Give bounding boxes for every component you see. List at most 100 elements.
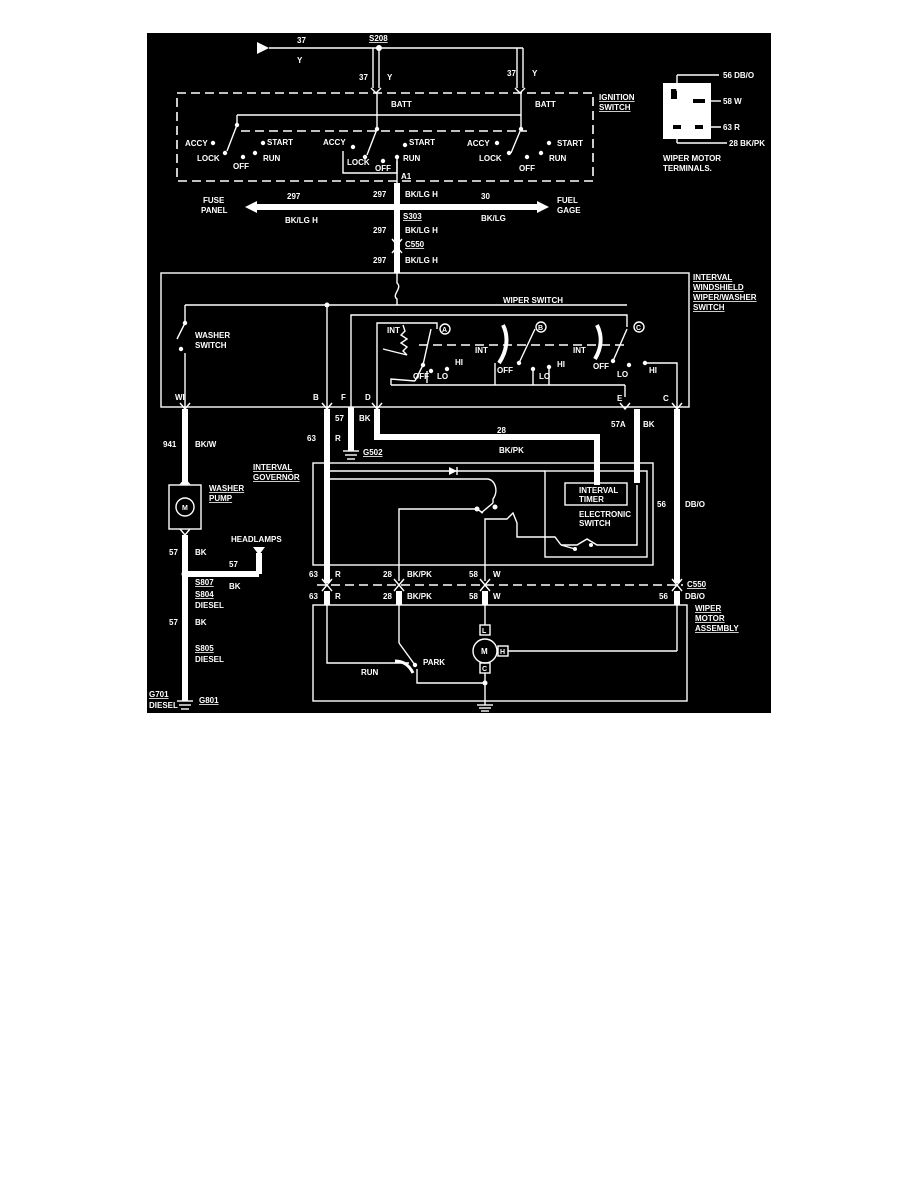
wire-58-lower: 58 <box>469 592 478 601</box>
motor-run-label: RUN <box>361 668 379 677</box>
wire-28-upper: 28 <box>383 570 392 579</box>
wire-28-top: 28 <box>497 426 506 435</box>
int-label-a: INT <box>387 326 400 335</box>
bus-color-top: BK/LG H <box>405 190 438 199</box>
wire-bkpk-upper: BK/PK <box>407 570 432 579</box>
wire-w-lower: W <box>493 592 501 601</box>
wire-bk-d: BK <box>359 414 371 423</box>
hi-label-a: HI <box>455 358 463 367</box>
motor-m: M <box>481 647 488 656</box>
lo-label-b: LO <box>539 372 550 381</box>
batt-label-1: BATT <box>391 100 412 109</box>
start-label-3: START <box>557 139 583 148</box>
wire-dbo-lower: DB/O <box>685 592 705 601</box>
motor-terminal-h: H <box>500 649 505 656</box>
fuse-panel-2: PANEL <box>201 206 228 215</box>
wire-bkpk-lower: BK/PK <box>407 592 432 601</box>
diesel-label-1: DIESEL <box>195 601 224 610</box>
off-label-a: OFF <box>413 372 429 381</box>
lock-label-1: LOCK <box>197 154 220 163</box>
power-bus: FUSE PANEL 297 BK/LG H 297 BK/LG H 30 BK… <box>201 183 581 273</box>
washer-pump-circuit: M WASHER PUMP 57 BK HEADLAMPS 57 BK S807… <box>149 477 282 710</box>
governor-title-1: INTERVAL <box>253 463 292 472</box>
bus-color-left: BK/LG H <box>285 216 318 225</box>
wire-58-upper: 58 <box>469 570 478 579</box>
off-label-c: OFF <box>593 362 609 371</box>
splice-s303-dot <box>393 203 401 211</box>
lock-label-3: LOCK <box>479 154 502 163</box>
pin-b: B <box>313 393 319 402</box>
wire-63-top: 63 <box>307 434 316 443</box>
c550-connector-row: 63 R 28 BK/PK 58 W C550 63 R 28 BK/PK 58… <box>309 570 707 601</box>
terminal-58: 58 W <box>723 97 742 106</box>
feed-arrow-icon <box>257 42 269 54</box>
splice-s303: S303 <box>403 212 422 221</box>
wire-bk-e: BK <box>643 420 655 429</box>
pin-a1: A1 <box>401 172 412 181</box>
hi-label-c: HI <box>649 366 657 375</box>
lo-label-c: LO <box>617 370 628 379</box>
washer-pump-title-2: PUMP <box>209 494 233 503</box>
wire-57-lower: 57 <box>169 618 178 627</box>
int-label-c: INT <box>573 346 586 355</box>
ground-diesel: DIESEL <box>149 701 178 710</box>
washer-switch-1: WASHER <box>195 331 230 340</box>
ign-left-color: Y <box>387 73 393 82</box>
start-label-1: START <box>267 138 293 147</box>
wire-r-upper: R <box>335 570 341 579</box>
section-a-marker: A <box>442 327 447 334</box>
wire-r-top: R <box>335 434 341 443</box>
off-label-2: OFF <box>375 164 391 173</box>
switch-output-wires: 941 BK/W 63 R 57 G502 BK 28 BK/PK 57A BK… <box>163 402 705 583</box>
ground-g801: G801 <box>199 696 219 705</box>
bus-color-mid: BK/LG H <box>405 226 438 235</box>
pin-e: E <box>617 394 623 403</box>
splice-s805: S805 <box>195 644 214 653</box>
hi-label-b: HI <box>557 360 565 369</box>
terminals-label-2: TERMINALS. <box>663 164 712 173</box>
switch-title-2: WINDSHIELD <box>693 283 744 292</box>
int-label-b: INT <box>475 346 488 355</box>
wire-bk-lower: BK <box>195 618 207 627</box>
wire-28-lower: 28 <box>383 592 392 601</box>
ign-right-circuit: 37 <box>507 69 516 78</box>
motor-assembly-title-1: WIPER <box>695 604 721 613</box>
wire-63-upper: 63 <box>309 570 318 579</box>
splice-s208-dot <box>376 45 382 51</box>
switch-title-1: INTERVAL <box>693 273 732 282</box>
wire-r-lower: R <box>335 592 341 601</box>
top-feed-color: Y <box>297 56 303 65</box>
wire-bkw: BK/W <box>195 440 217 449</box>
motor-assembly-title-2: MOTOR <box>695 614 725 623</box>
washer-pump-motor: M <box>182 505 188 512</box>
wire-dbo-right: DB/O <box>685 500 705 509</box>
interval-timer-2: TIMER <box>579 495 604 504</box>
accy-label-3: ACCY <box>467 139 490 148</box>
fuel-gage-1: FUEL <box>557 196 578 205</box>
diode-icon <box>449 467 457 475</box>
electronic-switch-1: ELECTRONIC <box>579 510 631 519</box>
wiper-switch-label: WIPER SWITCH <box>503 296 563 305</box>
ignition-switch: IGNITION SWITCH BATT BATT ACCY START LOC… <box>176 92 635 183</box>
pin-f: F <box>341 393 346 402</box>
bus-297-bottom: 297 <box>373 256 387 265</box>
bus-297-top: 297 <box>373 190 387 199</box>
ignition-title-2: SWITCH <box>599 103 631 112</box>
ignition-title-1: IGNITION <box>599 93 635 102</box>
terminal-63: 63 R <box>723 123 740 132</box>
wire-bk-pump: BK <box>195 548 207 557</box>
section-b-marker: B <box>538 325 543 332</box>
ground-g701: G701 <box>149 690 169 699</box>
lo-label-a: LO <box>437 372 448 381</box>
schematic-canvas: 37 Y S208 37 Y 37 Y IGNITION SWITCH BATT… <box>147 33 771 713</box>
pin-c: C <box>663 394 669 403</box>
fuel-gage-arrow-icon <box>537 201 549 213</box>
interval-wiper-switch: INTERVAL WINDSHIELD WIPER/WASHER SWITCH … <box>160 272 757 408</box>
pin-d: D <box>365 393 371 402</box>
start-label-2: START <box>409 138 435 147</box>
fuse-panel-1: FUSE <box>203 196 225 205</box>
terminal-28: 28 BK/PK <box>729 139 765 148</box>
wire-bkpk-top: BK/PK <box>499 446 524 455</box>
headlamps-label: HEADLAMPS <box>231 535 282 544</box>
switch-title-4: SWITCH <box>693 303 725 312</box>
